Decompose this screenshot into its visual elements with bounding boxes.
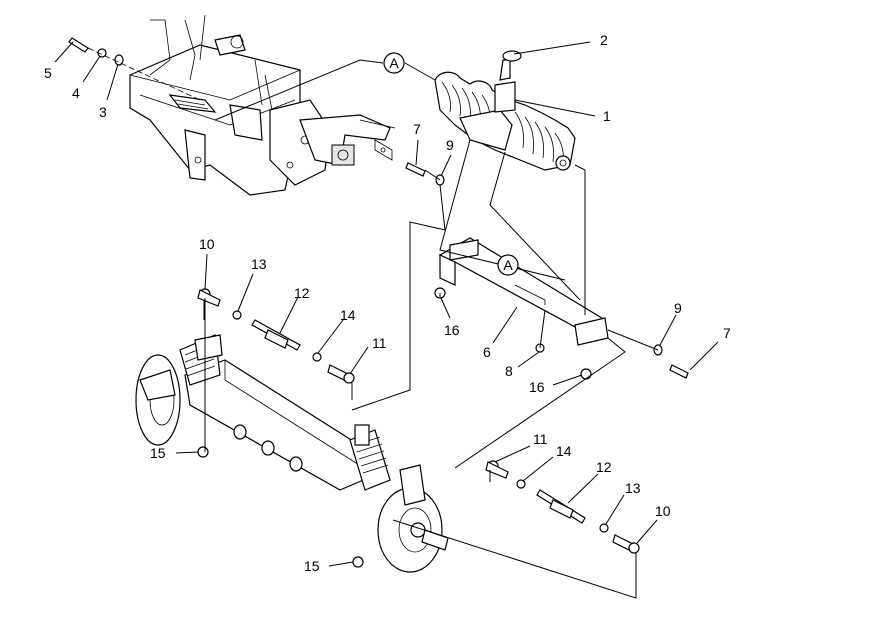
callout-10: 10 — [655, 503, 671, 519]
reference-a-lower: A — [497, 254, 519, 276]
callout-14: 14 — [340, 307, 356, 323]
cross-member — [434, 237, 609, 380]
callout-11: 11 — [533, 431, 548, 447]
callout-9: 9 — [446, 137, 454, 153]
front-axle — [135, 334, 449, 573]
callout-1: 1 — [603, 108, 611, 124]
callout-15: 15 — [150, 445, 166, 461]
chassis-frame — [129, 14, 396, 196]
callout-16: 16 — [444, 322, 460, 338]
leader-lines — [54, 41, 719, 567]
steering-rack — [434, 50, 576, 171]
callout-5: 5 — [44, 65, 52, 81]
callout-3: 3 — [99, 104, 107, 120]
tie-rod-right — [485, 460, 640, 568]
callout-13: 13 — [251, 256, 267, 272]
reference-label: A — [389, 55, 399, 71]
callout-13: 13 — [625, 480, 641, 496]
callouts: 2 1 5 4 3 7 9 10 13 12 14 11 16 6 8 16 9… — [44, 32, 731, 574]
reference-label: A — [503, 257, 513, 273]
callout-7: 7 — [723, 325, 731, 341]
callout-11: 11 — [372, 335, 387, 351]
callout-14: 14 — [556, 443, 572, 459]
callout-9: 9 — [674, 300, 682, 316]
callout-15: 15 — [304, 558, 320, 574]
callout-10: 10 — [199, 236, 215, 252]
fasteners — [68, 37, 689, 568]
callout-16: 16 — [529, 379, 545, 395]
callout-8: 8 — [505, 363, 513, 379]
tie-rod-left — [197, 288, 355, 400]
reference-a-upper: A — [383, 52, 405, 74]
callout-12: 12 — [294, 285, 310, 301]
callout-6: 6 — [483, 344, 491, 360]
callout-12: 12 — [596, 459, 612, 475]
callout-2: 2 — [600, 32, 608, 48]
callout-7: 7 — [413, 121, 421, 137]
callout-4: 4 — [72, 85, 80, 101]
assembly-lines — [87, 47, 659, 599]
